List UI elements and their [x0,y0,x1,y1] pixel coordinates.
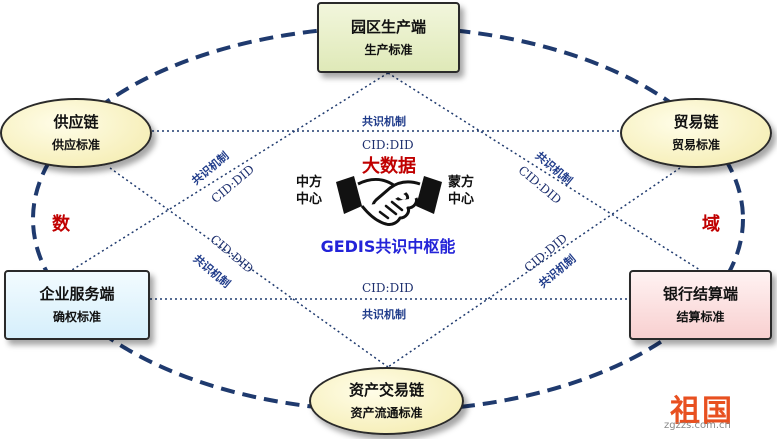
connector-top-to-lbot [71,72,389,271]
watermark-url: zgzzs.com.cn [664,420,731,431]
node-title: 园区生产端 [350,17,426,36]
node-park-production: 园区生产端 生产标准 [317,2,460,73]
connector-top-to-rbot [387,72,701,271]
node-subtitle: 结算标准 [676,310,725,324]
connector-right-to-bottom [387,167,681,368]
side-word-right: 域 [702,214,720,235]
node-asset-trading: 资产交易链 资产流通标准 [309,367,464,435]
edge-label-consensus-top: 共识机制 [362,115,406,128]
node-title: 资产交易链 [348,381,424,399]
node-subtitle: 资产流通标准 [350,406,423,420]
watermark-brand: 祖国 [670,394,734,429]
edge-label-cid-top: CID:DID [362,138,414,152]
china-center-label: 中方 中心 [296,175,323,207]
node-title: 企业服务端 [39,285,115,303]
side-word-left: 数 [52,214,70,235]
node-trade-chain: 贸易链 贸易标准 [620,98,772,168]
node-subtitle: 确权标准 [52,310,101,324]
big-data-label: 大数据 [362,156,416,177]
handshake-icon [336,176,442,226]
edge-label-cid-bottom: CID:DID [362,281,414,295]
outer-ring [31,25,745,413]
node-subtitle: 生产标准 [364,42,413,57]
node-subtitle: 供应标准 [51,138,100,152]
edge-label-consensus-bottom: 共识机制 [362,308,406,321]
node-title: 供应链 [53,113,99,131]
node-title: 银行结算端 [662,285,738,303]
node-subtitle: 贸易标准 [671,138,720,152]
node-supply-chain: 供应链 供应标准 [0,98,152,168]
connector-left-to-bottom [109,167,389,368]
node-enterprise-service: 企业服务端 确权标准 [4,270,150,340]
node-bank-settlement: 银行结算端 结算标准 [629,270,772,340]
mongolia-center-label: 蒙方 中心 [448,175,475,207]
gedis-hub-title: GEDIS共识中枢能 [320,237,456,256]
node-title: 贸易链 [673,113,719,131]
